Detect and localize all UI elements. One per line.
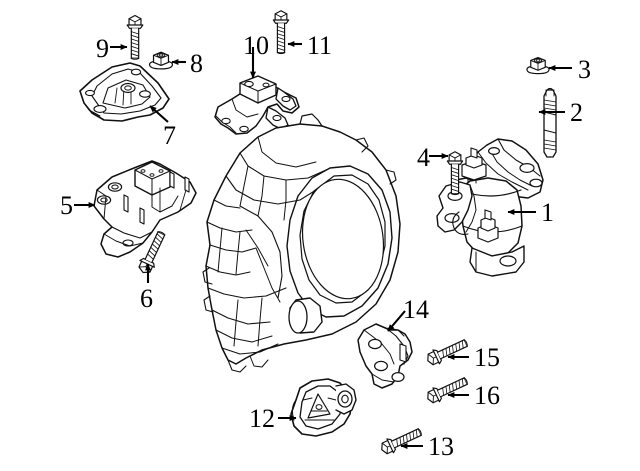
callout-label-7: 7 <box>163 121 176 150</box>
callout-label-1: 1 <box>541 198 554 227</box>
callout-label-12: 12 <box>249 404 275 433</box>
part-flange-bolt-13 <box>377 424 425 458</box>
part-transmission-mount-bracket <box>93 160 197 258</box>
part-stud-bolt-long <box>543 87 557 158</box>
part-transmission-housing <box>202 113 401 373</box>
part-flange-bolt-16 <box>423 373 471 407</box>
callout-label-4: 4 <box>417 143 430 172</box>
part-flange-nut-3 <box>526 56 550 75</box>
callout-label-2: 2 <box>570 98 583 127</box>
part-flange-bolt-11 <box>272 10 290 55</box>
part-engine-mount-right <box>436 138 544 277</box>
part-roll-restrictor-mount <box>290 378 357 437</box>
callout-label-3: 3 <box>578 55 591 84</box>
part-flange-bolt-9 <box>126 14 144 60</box>
callout-label-13: 13 <box>428 432 454 461</box>
callout-leader-lines <box>74 41 572 449</box>
part-support-bracket <box>357 323 413 389</box>
callout-label-15: 15 <box>474 343 500 372</box>
callout-arrow-7 <box>149 105 169 123</box>
callout-label-10: 10 <box>243 31 269 60</box>
part-mount-bracket-front <box>214 75 300 135</box>
callout-arrow-14 <box>387 310 406 332</box>
callout-label-16: 16 <box>474 381 500 410</box>
callout-label-6: 6 <box>140 284 153 313</box>
callout-label-5: 5 <box>60 191 73 220</box>
callout-label-14: 14 <box>403 295 429 324</box>
callout-label-9: 9 <box>96 34 109 63</box>
part-flange-nut-8 <box>148 51 174 70</box>
callout-label-11: 11 <box>307 31 333 60</box>
part-flange-bolt-15 <box>423 335 471 369</box>
callout-label-8: 8 <box>190 49 203 78</box>
part-mount-cover-plate <box>79 62 170 122</box>
